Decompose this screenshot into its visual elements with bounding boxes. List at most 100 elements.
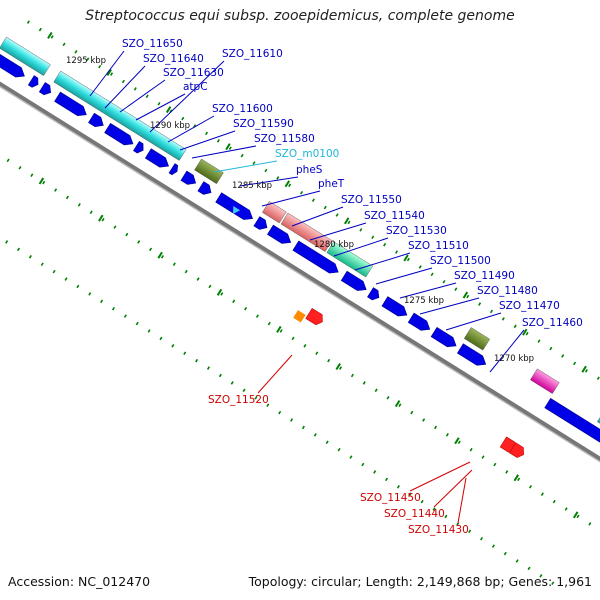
gene-label: SZO_11530 [386, 225, 447, 237]
major-tick [513, 474, 520, 482]
track-tick [513, 324, 517, 329]
track-tick [430, 272, 434, 277]
track-tick [301, 425, 305, 430]
label-leader-line [354, 252, 411, 271]
track-tick [276, 176, 280, 180]
major-tick [98, 214, 104, 222]
major-tick [47, 31, 53, 39]
track-tick [588, 522, 592, 526]
track-tick [350, 373, 354, 378]
track-tick [172, 262, 176, 266]
track-tick [478, 302, 482, 306]
label-leader-line [419, 297, 480, 315]
track-tick [362, 381, 366, 385]
track-tick [147, 329, 151, 333]
track-tick [6, 158, 10, 163]
kbp-tick-label: 1280 kbp [314, 240, 354, 250]
track-tick [481, 455, 485, 459]
track-tick [255, 314, 259, 318]
cds-arrow [133, 140, 144, 154]
track-tick [145, 94, 149, 99]
track-tick [266, 403, 270, 407]
track-tick [573, 361, 577, 366]
track-tick [220, 292, 224, 296]
track-tick [100, 299, 104, 304]
track-tick [528, 484, 533, 489]
track-tick [54, 188, 58, 192]
track-tick [183, 351, 187, 356]
track-tick [206, 366, 210, 370]
track-tick [313, 433, 317, 437]
track-tick [228, 146, 232, 151]
gene-label: SZO_11510 [408, 240, 469, 252]
olive-feature [463, 327, 491, 351]
gene-label: SZO_11480 [477, 285, 538, 297]
track-tick [480, 536, 484, 541]
cds-arrow [253, 216, 268, 230]
cds-arrow [104, 122, 134, 146]
gene-label: SZO_11650 [122, 38, 183, 50]
gene-label: SZO_11600 [212, 103, 273, 115]
cds-arrow [457, 343, 487, 366]
track-tick [552, 499, 556, 504]
track-tick [420, 499, 424, 504]
track-tick [232, 299, 236, 304]
gene-label: SZO_11580 [254, 133, 315, 145]
major-tick [276, 325, 282, 333]
track-tick [113, 225, 117, 229]
track-tick [444, 514, 448, 519]
track-tick [456, 522, 460, 526]
track-tick [515, 559, 519, 563]
track-tick [564, 507, 568, 511]
track-tick [398, 403, 402, 407]
track-tick [123, 314, 127, 318]
gene-label: SZO_11490 [454, 270, 515, 282]
orange-feature [293, 310, 306, 323]
cds-arrow [381, 296, 408, 317]
major-tick [225, 143, 231, 151]
track-tick [323, 205, 327, 210]
gene-label: SZO_11460 [522, 317, 583, 329]
kbp-tick-label: 1285 kbp [232, 181, 272, 191]
track-tick [30, 173, 34, 177]
track-tick [196, 277, 200, 281]
reverse-cds-arrow [305, 307, 323, 326]
major-tick [157, 251, 163, 259]
genome-title: Streptococcus equi subsp. zooepidemicus,… [85, 8, 515, 24]
track-tick [291, 336, 295, 341]
label-leader-line [433, 469, 473, 508]
track-tick [86, 57, 90, 61]
label-leader-line [135, 93, 186, 121]
major-tick [462, 291, 469, 299]
track-tick [466, 294, 470, 299]
track-tick [325, 440, 329, 445]
track-tick [137, 240, 141, 244]
track-tick [254, 395, 258, 400]
track-tick [171, 344, 175, 348]
track-tick [311, 198, 315, 202]
accession-text: Accession: NC_012470 [8, 574, 151, 589]
track-tick [539, 574, 543, 578]
gene-label: SZO_11550 [341, 194, 402, 206]
track-tick [181, 116, 185, 121]
track-tick [469, 447, 473, 452]
major-tick [454, 437, 460, 445]
track-tick [64, 277, 68, 281]
track-tick [537, 339, 541, 343]
label-leader-line [179, 130, 236, 151]
track-tick [335, 213, 339, 217]
track-tick [65, 195, 69, 200]
track-tick [88, 292, 92, 296]
gene-label: pheT [318, 178, 345, 190]
cds-arrow [367, 287, 380, 301]
track-tick [5, 240, 9, 244]
major-tick [572, 511, 579, 519]
gene-label: SZO_11610 [222, 48, 283, 60]
track-tick [121, 79, 125, 84]
track-tick [101, 217, 105, 222]
gene-label: SZO_11640 [143, 53, 204, 65]
major-tick [38, 177, 45, 185]
track-tick [327, 358, 331, 363]
track-tick [540, 492, 544, 496]
cds-arrow [292, 240, 339, 274]
